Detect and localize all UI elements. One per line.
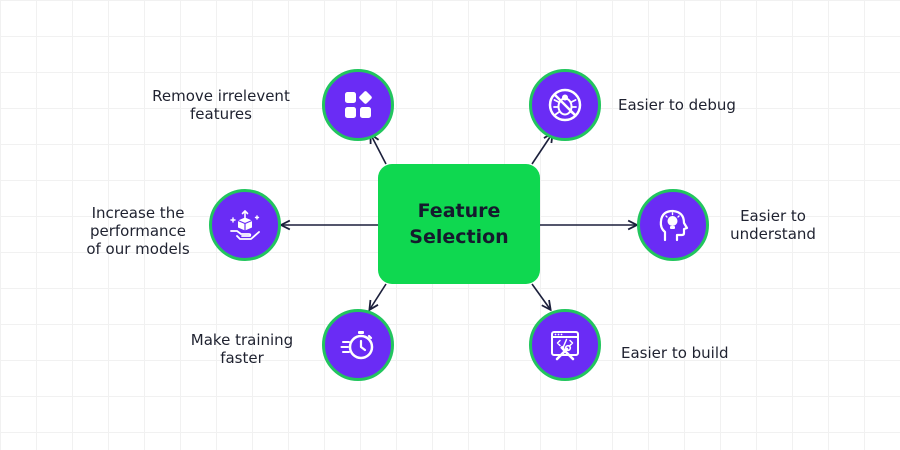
- center-title-line-1: Feature: [417, 200, 501, 222]
- label-line: understand: [730, 225, 816, 243]
- label-increase-performance: Increase the performance of our models: [70, 204, 206, 258]
- head-lightbulb-icon: [659, 209, 689, 242]
- center-title: Feature Selection: [409, 198, 508, 250]
- arrow-to-training-faster: [370, 283, 387, 309]
- label-line: faster: [220, 349, 264, 367]
- code-window-tools-icon: [551, 331, 579, 361]
- label-easier-understand: Easier to understand: [714, 207, 832, 243]
- label-line: performance: [89, 222, 187, 240]
- label-remove-irrelevant: Remove irrelevent features: [140, 87, 302, 123]
- bug-off-icon: [548, 88, 582, 122]
- label-line: Easier to debug: [618, 96, 736, 114]
- node-increase-performance: [209, 189, 281, 261]
- node-remove-irrelevant: [322, 69, 394, 141]
- feature-selection-box: Feature Selection: [378, 164, 540, 284]
- box-in-hand-icon: [230, 210, 260, 240]
- stopwatch-fast-icon: [340, 331, 374, 360]
- arrow-to-easier-build: [531, 283, 550, 309]
- node-easier-debug: [529, 69, 601, 141]
- node-training-faster: [322, 309, 394, 381]
- label-training-faster: Make training faster: [180, 331, 304, 367]
- label-easier-build: Easier to build: [621, 344, 729, 362]
- label-line: Easier to: [740, 207, 806, 225]
- node-easier-build: [529, 309, 601, 381]
- label-easier-debug: Easier to debug: [618, 96, 736, 114]
- center-title-line-2: Selection: [409, 226, 509, 248]
- app-grid-icon: [345, 91, 372, 118]
- arrow-to-easier-debug: [531, 134, 552, 165]
- label-line: Increase the: [91, 204, 185, 222]
- label-line: Make training: [190, 331, 294, 349]
- label-line: features: [190, 105, 252, 123]
- node-easier-understand: [637, 189, 709, 261]
- label-line: of our models: [86, 240, 190, 258]
- arrow-to-remove-irrelevant: [371, 135, 387, 165]
- label-line: Remove irrelevent: [152, 87, 290, 105]
- label-line: Easier to build: [621, 344, 729, 362]
